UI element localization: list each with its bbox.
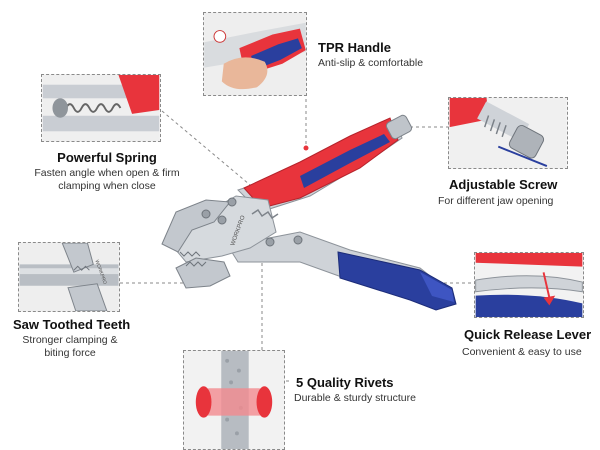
powerful-spring-title: Powerful Spring <box>57 150 157 165</box>
adjustable-screw-title: Adjustable Screw <box>449 177 558 192</box>
release-lever-image <box>475 253 583 317</box>
rivet-cutaway-image <box>184 351 284 449</box>
quick-release-thumbnail <box>474 252 584 318</box>
adjustable-screw-thumbnail <box>448 97 568 169</box>
powerful-spring-desc-line2: clamping when close <box>58 180 156 192</box>
rivets-desc: Durable & sturdy structure <box>294 392 416 404</box>
tpr-handle-thumbnail <box>203 12 307 96</box>
saw-teeth-title: Saw Toothed Teeth <box>13 317 131 332</box>
saw-teeth-desc-line1: Stronger clamping & <box>22 334 118 346</box>
quick-release-title: Quick Release Lever <box>464 327 592 342</box>
rivets-thumbnail <box>183 350 285 450</box>
saw-teeth-thumbnail: WORKPRO <box>18 242 120 312</box>
rivets-title: 5 Quality Rivets <box>296 375 394 390</box>
hand-gripping-handle-image <box>204 13 306 95</box>
tpr-handle-title: TPR Handle <box>318 40 391 55</box>
powerful-spring-thumbnail <box>41 74 161 142</box>
quick-release-desc: Convenient & easy to use <box>462 346 582 358</box>
adjustable-screw-desc: For different jaw opening <box>438 195 554 207</box>
spring-closeup-image <box>42 75 160 141</box>
tpr-handle-desc: Anti-slip & comfortable <box>318 57 424 69</box>
adjustable-screw-image <box>449 98 567 168</box>
teeth-gripping-pipe-image: WORKPRO <box>19 243 119 311</box>
powerful-spring-desc-line1: Fasten angle when open & firm <box>34 167 180 179</box>
saw-teeth-desc-line2: biting force <box>44 347 96 359</box>
